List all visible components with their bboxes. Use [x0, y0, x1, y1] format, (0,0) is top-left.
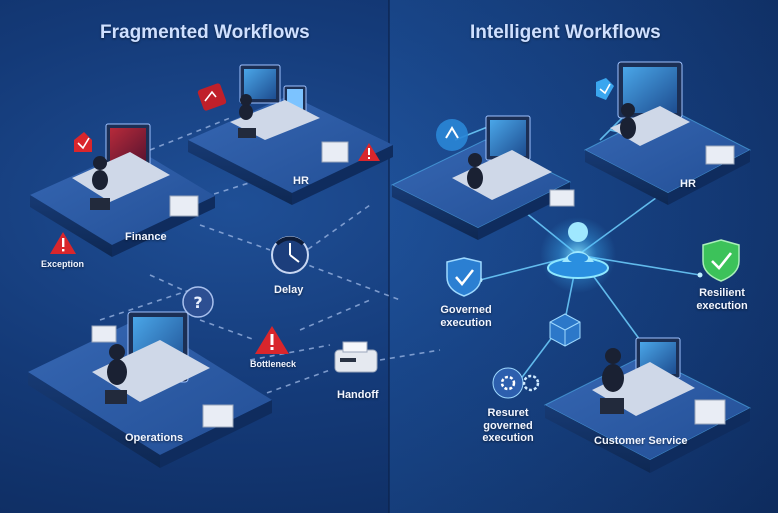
governed-execution-label: Governed execution — [440, 304, 492, 329]
hr-right-label: HR — [680, 178, 696, 190]
warning-icon — [50, 232, 76, 254]
hr-right-workstation — [610, 61, 735, 165]
resuret-governed-execution-label: Resuret governed execution — [482, 407, 534, 445]
ai-agent-icon — [540, 217, 616, 293]
warning-icon — [255, 326, 289, 354]
right-desk-workstation — [452, 115, 575, 207]
warning-icon — [358, 143, 380, 161]
question-icon: ? — [182, 286, 214, 318]
finance-workstation — [72, 123, 199, 217]
shield-check-icon — [596, 78, 614, 100]
customer-service-label: Customer Service — [594, 435, 688, 447]
right-panel-title: Intelligent Workflows — [470, 22, 661, 43]
finance-label: Finance — [125, 231, 167, 243]
shield-check-icon — [436, 119, 468, 151]
warning-icon — [197, 83, 227, 111]
exception-label: Exception — [41, 259, 85, 269]
operations-workstation — [91, 311, 234, 428]
operations-label: Operations — [125, 432, 184, 444]
printer-icon — [334, 341, 378, 373]
handoff-label: Handoff — [337, 389, 379, 401]
hr-left-label: HR — [293, 175, 309, 187]
cube-icon — [549, 313, 581, 347]
shield-check-icon — [702, 239, 740, 282]
warning-icon — [74, 132, 92, 152]
shield-check-icon — [446, 257, 482, 297]
gear-icon — [492, 367, 540, 399]
hr-left-workstation — [230, 64, 349, 163]
svg-text:?: ? — [193, 293, 202, 312]
resilient-execution-label: Resilient execution — [696, 287, 748, 312]
customer-service-workstation — [592, 337, 726, 425]
left-panel-title: Fragmented Workflows — [100, 22, 310, 43]
bottleneck-label: Bottleneck — [250, 359, 297, 369]
clock-icon — [271, 236, 309, 274]
delay-label: Delay — [274, 284, 304, 296]
